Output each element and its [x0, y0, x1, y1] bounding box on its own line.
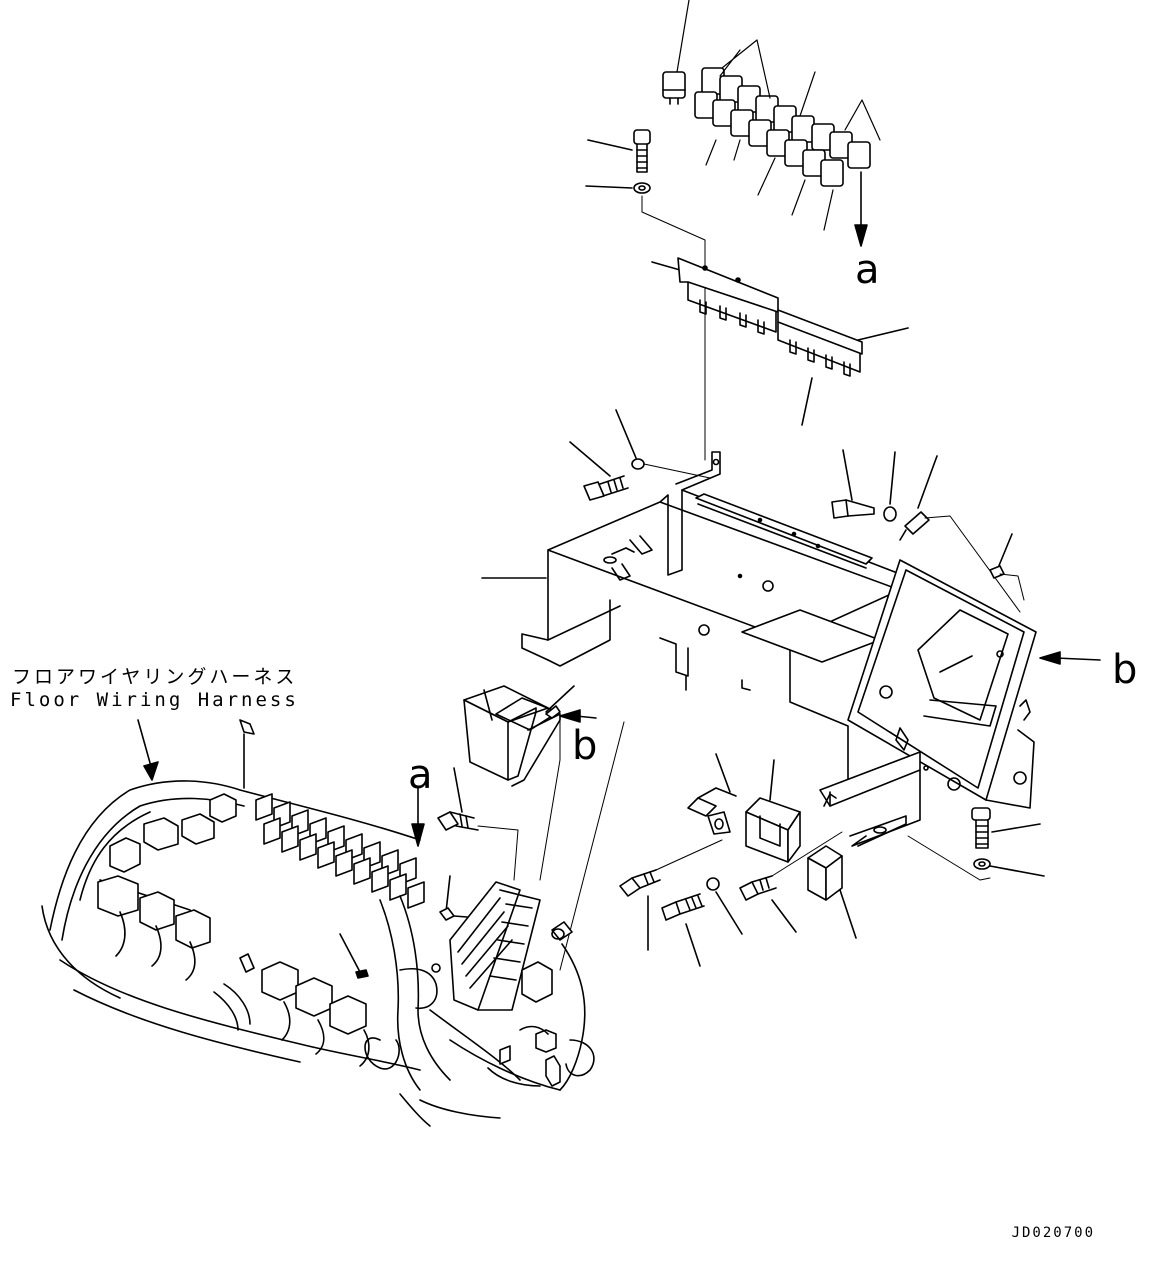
- relay-block: [746, 760, 800, 862]
- lower-bolt-long: [662, 894, 704, 966]
- top-bolt: [588, 130, 650, 172]
- left-bolt: [570, 442, 628, 500]
- relay-cluster: [663, 0, 880, 246]
- relay-row-front: [695, 92, 843, 186]
- harness-bolt: [438, 768, 518, 880]
- right-lower-bolt: [972, 808, 1040, 848]
- relay-row-back: [702, 68, 870, 168]
- lower-screw: [740, 832, 842, 932]
- relay-mount-bracket-1: [652, 258, 778, 334]
- ground-clip: [900, 456, 1020, 612]
- callout-a-top: a: [855, 247, 880, 293]
- main-bracket: [482, 452, 900, 790]
- lower-washer: [707, 878, 742, 934]
- relay-mount-bracket-2: [778, 310, 908, 425]
- callout-b-right: b: [1112, 647, 1138, 693]
- timer-block: [808, 846, 856, 938]
- harness-label-japanese: フロアワイヤリングハーネス: [12, 666, 298, 688]
- side-plate: [848, 560, 1036, 808]
- arrow-to-a: [855, 172, 867, 246]
- clamp-cover: [464, 686, 574, 786]
- drawing-code: JD020700: [1011, 1225, 1095, 1241]
- small-screw: [990, 534, 1024, 600]
- arrow-to-a-left: [412, 788, 424, 846]
- lower-bracket: [820, 752, 920, 846]
- buzzer-with-lead: [688, 754, 736, 834]
- floor-wiring-harness: [42, 720, 594, 1126]
- right-bolt: [832, 450, 874, 518]
- top-washer: [586, 183, 705, 460]
- single-relay: [663, 72, 685, 104]
- lower-left-bolt: [620, 840, 722, 950]
- relay-leader-lines: [677, 0, 880, 230]
- arrow-to-b-mid: [540, 710, 624, 970]
- arrow-to-b-right: [1040, 652, 1100, 664]
- right-washer: [884, 452, 896, 521]
- callout-a-left: a: [408, 752, 433, 798]
- callout-b-mid: b: [572, 723, 598, 769]
- right-lower-washer: [908, 836, 1044, 880]
- left-washer: [616, 410, 710, 478]
- harness-label-english: Floor Wiring Harness: [10, 689, 299, 711]
